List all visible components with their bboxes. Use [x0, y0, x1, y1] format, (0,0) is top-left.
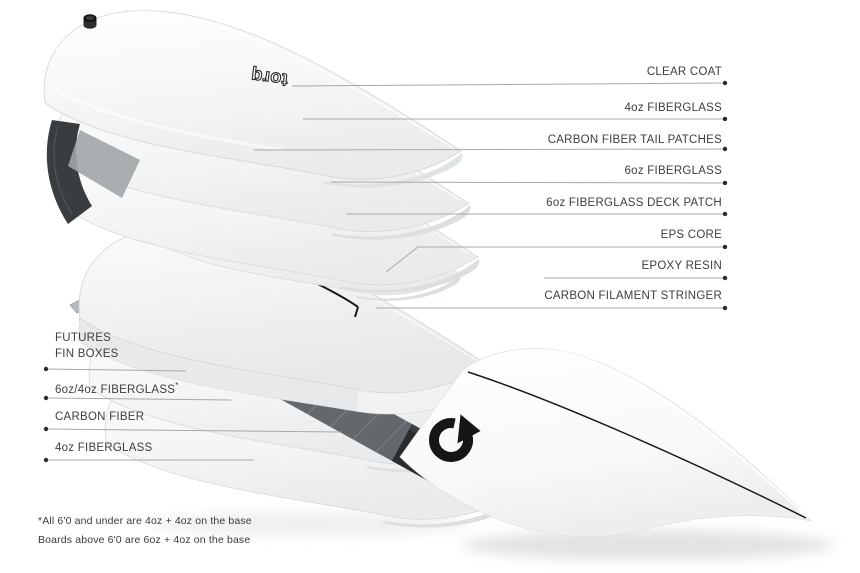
label-clear-coat: CLEAR COAT [646, 66, 722, 78]
footnote-line2: Boards above 6'0 are 6oz + 4oz on the ba… [38, 534, 251, 546]
label-6oz4oz-text: 6oz/4oz FIBERGLASS [55, 383, 176, 396]
leader-dot [43, 426, 49, 432]
label-epoxy-resin: EPOXY RESIN [641, 260, 722, 272]
leader-line [45, 397, 232, 401]
leader-dot [722, 180, 728, 186]
leader-line [253, 148, 725, 151]
label-carbon-fiber: CARBON FIBER [55, 411, 145, 423]
board-shadow [463, 530, 833, 560]
leader-dot [722, 116, 728, 122]
label-futures-line2: FIN BOXES [55, 348, 119, 360]
label-carbon-filament-stringer: CARBON FILAMENT STRINGER [544, 290, 722, 302]
leader-line [291, 82, 725, 87]
leader-line [45, 428, 342, 433]
leader-dot [43, 395, 49, 401]
label-futures-line1: FUTURES [55, 332, 112, 344]
leader-dot [722, 80, 728, 86]
leader-line [45, 368, 187, 372]
assembled-nose-board [399, 348, 814, 537]
leader-dot [43, 457, 49, 463]
label-eps-core: EPS CORE [660, 229, 722, 241]
stack-shadow [150, 512, 470, 536]
label-6oz4oz-fiberglass: 6oz/4oz FIBERGLASS* [55, 379, 178, 397]
leader-dot [43, 366, 49, 372]
carbon-tail-patch [46, 120, 140, 224]
leader-dot [722, 244, 728, 250]
leader-line [385, 246, 724, 273]
label-6oz-fiberglass: 6oz FIBERGLASS [624, 165, 722, 177]
torq-logo-icon [429, 414, 481, 462]
footnote: *All 6'0 and under are 4oz + 4oz on the … [38, 512, 252, 550]
label-4oz-fiberglass: 4oz FIBERGLASS [624, 102, 722, 114]
footnote-line1: *All 6'0 and under are 4oz + 4oz on the … [38, 515, 252, 527]
label-4oz-fiberglass-bottom: 4oz FIBERGLASS [55, 442, 153, 454]
leader-lines [45, 82, 725, 461]
leader-dot [722, 275, 728, 281]
leader-dot [722, 211, 728, 217]
clear-coat-layer [43, 10, 463, 188]
label-futures-fin-boxes: FUTURES FIN BOXES [55, 330, 119, 362]
label-6oz-deck-patch: 6oz FIBERGLASS DECK PATCH [546, 197, 722, 209]
leader-line [330, 181, 725, 184]
vent-plug [83, 14, 97, 29]
leader-dot [722, 146, 728, 152]
footnote-marker: * [175, 381, 179, 390]
leader-dots [43, 80, 728, 463]
nose-stringer-line [467, 371, 807, 519]
leader-dot [722, 305, 728, 311]
label-carbon-tail-patches: CARBON FIBER TAIL PATCHES [547, 134, 722, 146]
